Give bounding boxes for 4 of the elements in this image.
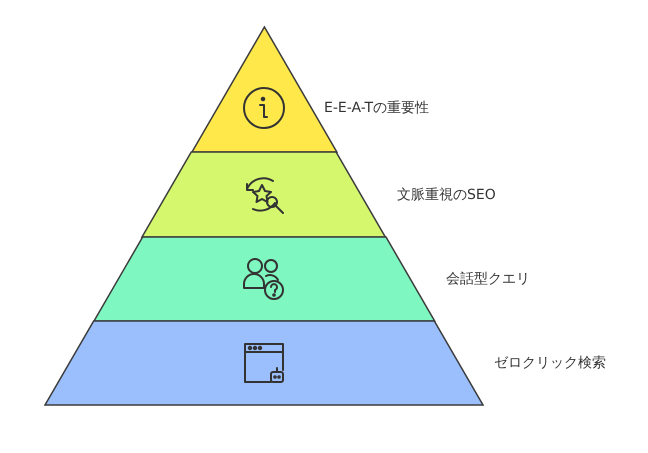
level-label: ゼロクリック検索 <box>494 354 606 372</box>
level-label: E-E-A-Tの重要性 <box>324 99 430 117</box>
level-label: 会話型クエリ <box>446 270 530 288</box>
level-label: 文脈重視のSEO <box>396 186 496 204</box>
